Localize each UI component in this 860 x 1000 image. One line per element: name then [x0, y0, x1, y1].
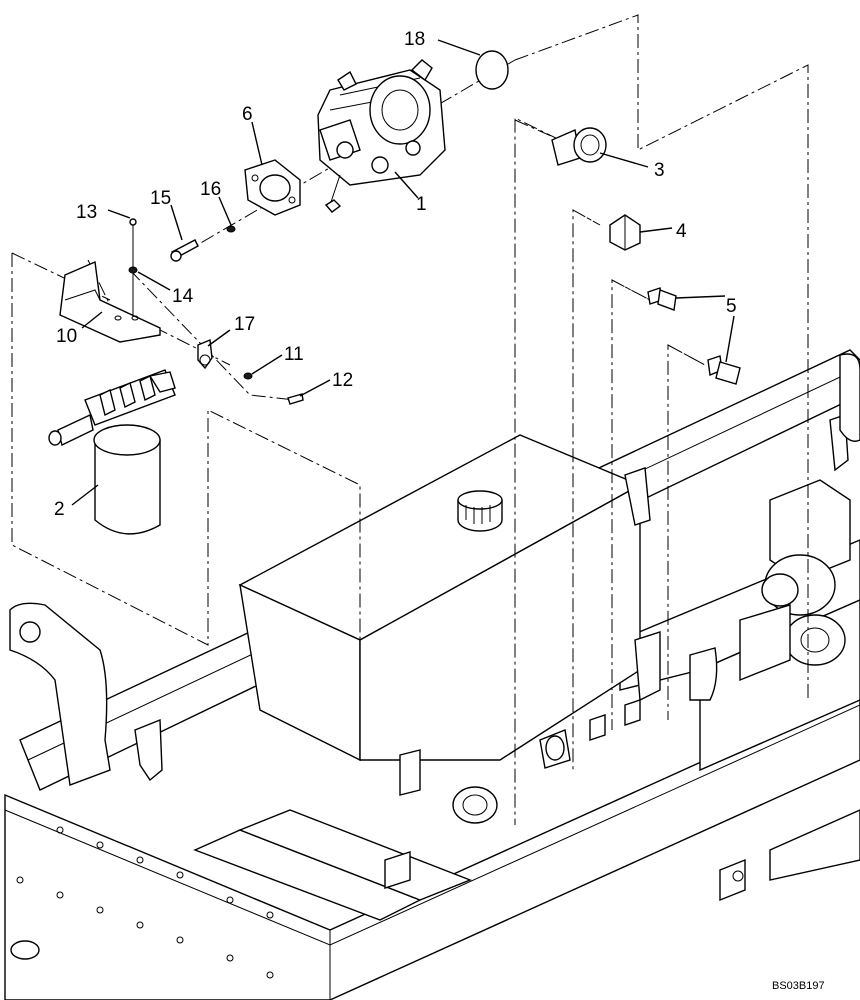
- callout-4: 4: [676, 221, 687, 242]
- callout-11: 11: [284, 344, 304, 365]
- callout-leaders: [71, 39, 735, 506]
- flange-6: [244, 159, 301, 216]
- callout-5: 5: [726, 296, 737, 317]
- callout-17: 18: [404, 29, 425, 50]
- callout-6: 6: [242, 104, 253, 125]
- plug-4: [609, 214, 641, 251]
- callout-14: 14: [172, 286, 194, 307]
- callout-10: 10: [56, 326, 77, 347]
- nut-11: [243, 372, 253, 380]
- callout-2: 2: [54, 499, 65, 520]
- bracket-10: [59, 260, 161, 343]
- filter-2: [48, 369, 176, 535]
- washer-16: [226, 225, 236, 233]
- callout-15: 15: [150, 188, 171, 209]
- fitting-5a: [647, 287, 677, 311]
- callout-1: 1: [416, 194, 427, 215]
- nut-14: [128, 266, 138, 274]
- callout-labels: 18 1 3 4 5 6 15 16 13 14 10 17 11 12 2: [54, 29, 737, 520]
- engine-components: [739, 353, 860, 682]
- elbow-fitting-3: [551, 127, 607, 166]
- seal-17: [475, 50, 509, 90]
- bolt-12: [287, 393, 304, 405]
- hydraulic-tank: [134, 434, 718, 889]
- clip-18: [197, 338, 213, 370]
- fitting-5b: [707, 355, 741, 385]
- drawing-reference-code: BS03B197: [772, 980, 825, 992]
- callout-3: 3: [654, 160, 665, 181]
- callout-16: 16: [200, 179, 221, 200]
- callout-18: 17: [234, 314, 255, 335]
- callout-12: 12: [332, 370, 353, 391]
- callout-13: 13: [76, 202, 97, 223]
- hydraulic-pump: [317, 59, 446, 213]
